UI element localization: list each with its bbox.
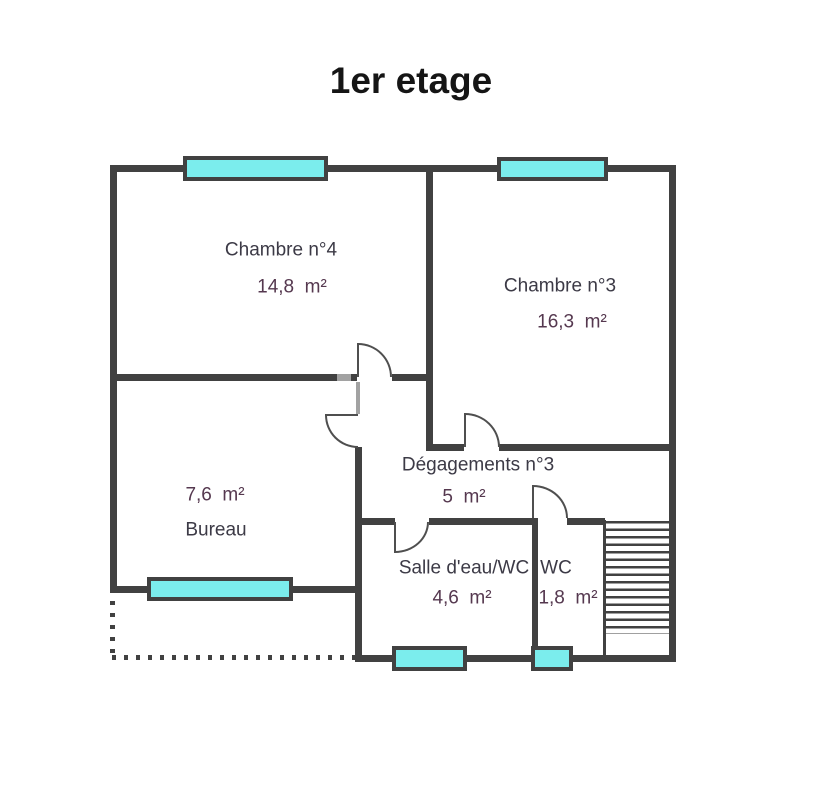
room-name-label: Bureau <box>185 519 247 541</box>
window <box>183 156 328 181</box>
wall-segment <box>426 444 464 451</box>
wall-segment <box>499 444 676 451</box>
wall-segment <box>392 374 433 381</box>
window <box>147 577 293 601</box>
room-area-label: 4,6 m² <box>432 587 492 609</box>
wall-segment <box>669 165 676 662</box>
wall-segment <box>429 518 534 525</box>
window <box>497 157 608 181</box>
room-name-label: Chambre n°4 <box>224 239 338 261</box>
wall-segment <box>426 165 433 451</box>
room-area-label: 7,6 m² <box>185 484 245 506</box>
dotted-boundary-line <box>110 601 115 655</box>
wall-segment <box>355 518 395 525</box>
room-name-label: Dégagements n°3 <box>401 454 555 476</box>
room-area-label: 16,3 m² <box>537 311 607 333</box>
wall-segment <box>532 518 538 655</box>
room-area-label: 5 m² <box>442 486 486 508</box>
stairs-hatch <box>606 521 669 634</box>
window <box>392 646 467 671</box>
wall-opening-marker <box>337 374 351 381</box>
door-swing-arc <box>358 343 392 377</box>
wall-segment <box>355 447 362 662</box>
door-swing-arc <box>325 415 358 448</box>
window <box>531 646 573 671</box>
room-name-label: Chambre n°3 <box>503 275 617 297</box>
wall-segment <box>567 518 605 525</box>
door-swing-arc <box>395 522 429 553</box>
wall-opening-marker <box>356 382 360 414</box>
room-name-label: Salle d'eau/WC <box>398 557 530 579</box>
door-swing-arc <box>533 485 568 518</box>
wall-segment <box>603 520 606 655</box>
room-name-label: WC <box>540 557 572 579</box>
room-area-label: 14,8 m² <box>257 276 327 298</box>
room-area-label: 1,8 m² <box>538 587 598 609</box>
floor-title: 1er etage <box>329 60 493 101</box>
dotted-boundary-line <box>112 655 356 660</box>
wall-segment <box>110 165 676 172</box>
wall-segment <box>110 374 357 381</box>
door-swing-arc <box>465 413 500 447</box>
wall-segment <box>355 655 676 662</box>
